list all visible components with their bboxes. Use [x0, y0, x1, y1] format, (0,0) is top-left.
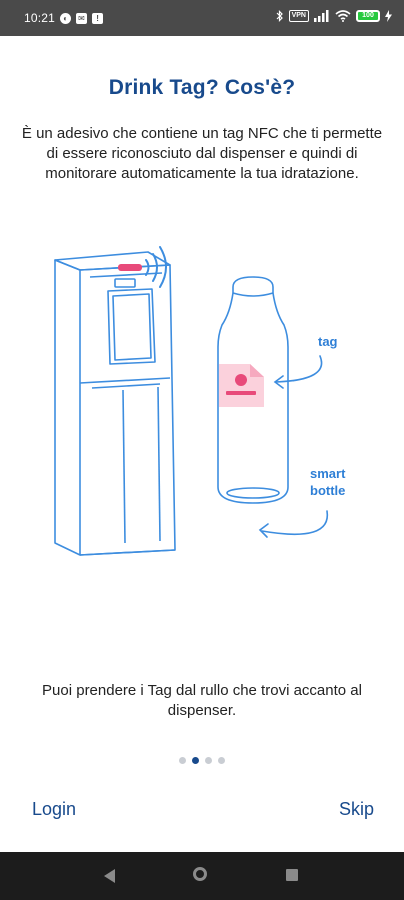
page-dot	[205, 757, 212, 764]
smart-bottle-icon	[217, 276, 289, 504]
vpn-icon: VPN	[288, 10, 309, 22]
page-dot	[179, 757, 186, 764]
mail-icon: ✉	[76, 12, 88, 24]
status-bar: 10:21 ◐ ✉ ! VPN 100	[0, 0, 404, 36]
recent-apps-icon[interactable]	[286, 869, 298, 881]
water-dispenser-icon	[54, 251, 176, 556]
status-right: VPN 100	[276, 10, 392, 22]
status-left: 10:21 ◐ ✉ !	[24, 11, 104, 25]
bottle-arrow-icon	[258, 510, 329, 538]
page-title: Drink Tag? Cos'è?	[108, 76, 296, 99]
notification-icon: !	[92, 12, 104, 24]
tag-label: tag	[318, 334, 338, 349]
footer-text: Puoi prendere i Tag dal rullo che trovi …	[42, 682, 362, 719]
nfc-signal-icon	[145, 246, 167, 288]
home-icon[interactable]	[193, 867, 207, 881]
status-time: 10:21	[24, 11, 56, 25]
tag-arrow-icon	[273, 355, 323, 389]
back-icon[interactable]	[104, 869, 115, 883]
battery-icon: 100	[356, 10, 380, 22]
nfc-tag-sticker-icon	[219, 364, 264, 407]
bluetooth-icon	[276, 10, 283, 22]
drink-tag-illustration: tag smart bottle	[54, 246, 346, 556]
login-button[interactable]: Login	[26, 795, 82, 824]
nfc-reader-icon	[118, 264, 142, 271]
skip-button[interactable]: Skip	[333, 795, 380, 824]
signal-icon	[314, 10, 329, 22]
data-saver-icon: ◐	[60, 12, 72, 24]
smart-bottle-label-line2: bottle	[310, 483, 345, 498]
page-dot	[192, 757, 199, 764]
battery-level: 100	[362, 12, 374, 19]
smart-bottle-label-line1: smart	[310, 466, 346, 481]
navigation-bar	[0, 852, 404, 900]
charging-icon	[385, 10, 392, 22]
battery-fill	[358, 12, 378, 20]
description-text: È un adesivo che contiene un tag NFC che…	[21, 125, 383, 182]
page-indicator	[0, 757, 404, 764]
wifi-icon	[335, 10, 351, 22]
page-dot	[218, 757, 225, 764]
